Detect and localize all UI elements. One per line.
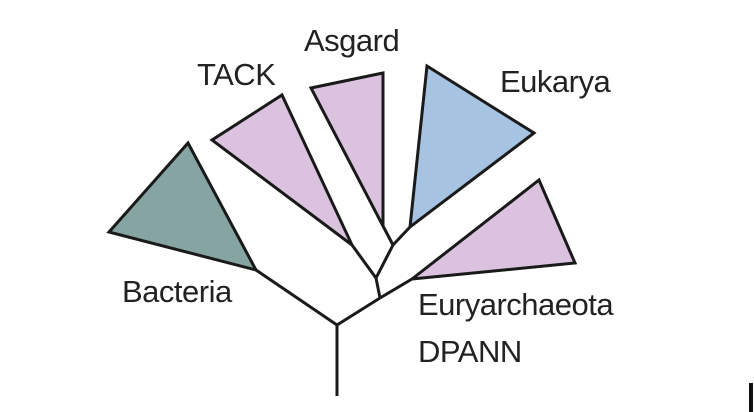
internal-branch-2 (374, 244, 395, 279)
label-eukarya: Eukarya (500, 64, 611, 99)
euryarchaeota-branch (379, 277, 413, 300)
label-dpann: DPANN (418, 334, 522, 369)
eukarya-branch (391, 225, 412, 247)
archaea-branch (336, 296, 381, 327)
euryarchaeota-dpann-triangle (406, 177, 578, 281)
tack-branch (350, 244, 378, 279)
internal-branch-1 (374, 277, 382, 299)
eukarya-triangle (408, 63, 537, 231)
label-euryarchaeota: Euryarchaeota (418, 287, 614, 322)
bacteria-triangle (106, 140, 259, 273)
label-asgard: Asgard (304, 23, 400, 58)
tack-triangle (209, 92, 354, 247)
asgard-triangle (308, 71, 385, 227)
bacteria-branch (255, 268, 338, 327)
label-tack: TACK (197, 57, 276, 92)
edge-mark (749, 383, 753, 412)
asgard-branch (381, 225, 395, 246)
label-bacteria: Bacteria (122, 274, 232, 309)
